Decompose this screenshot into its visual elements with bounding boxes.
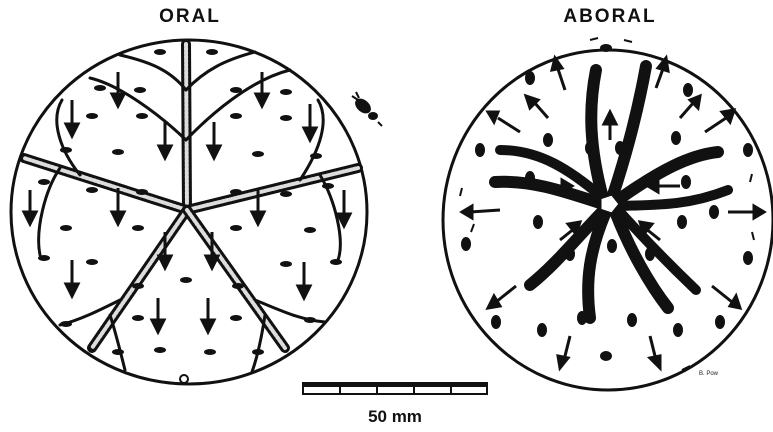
- scale-bar: [303, 383, 487, 394]
- small-organism-sketch: [352, 92, 382, 126]
- oral-view: [11, 40, 367, 384]
- aboral-view: [443, 38, 773, 390]
- oral-periproct: [180, 375, 188, 383]
